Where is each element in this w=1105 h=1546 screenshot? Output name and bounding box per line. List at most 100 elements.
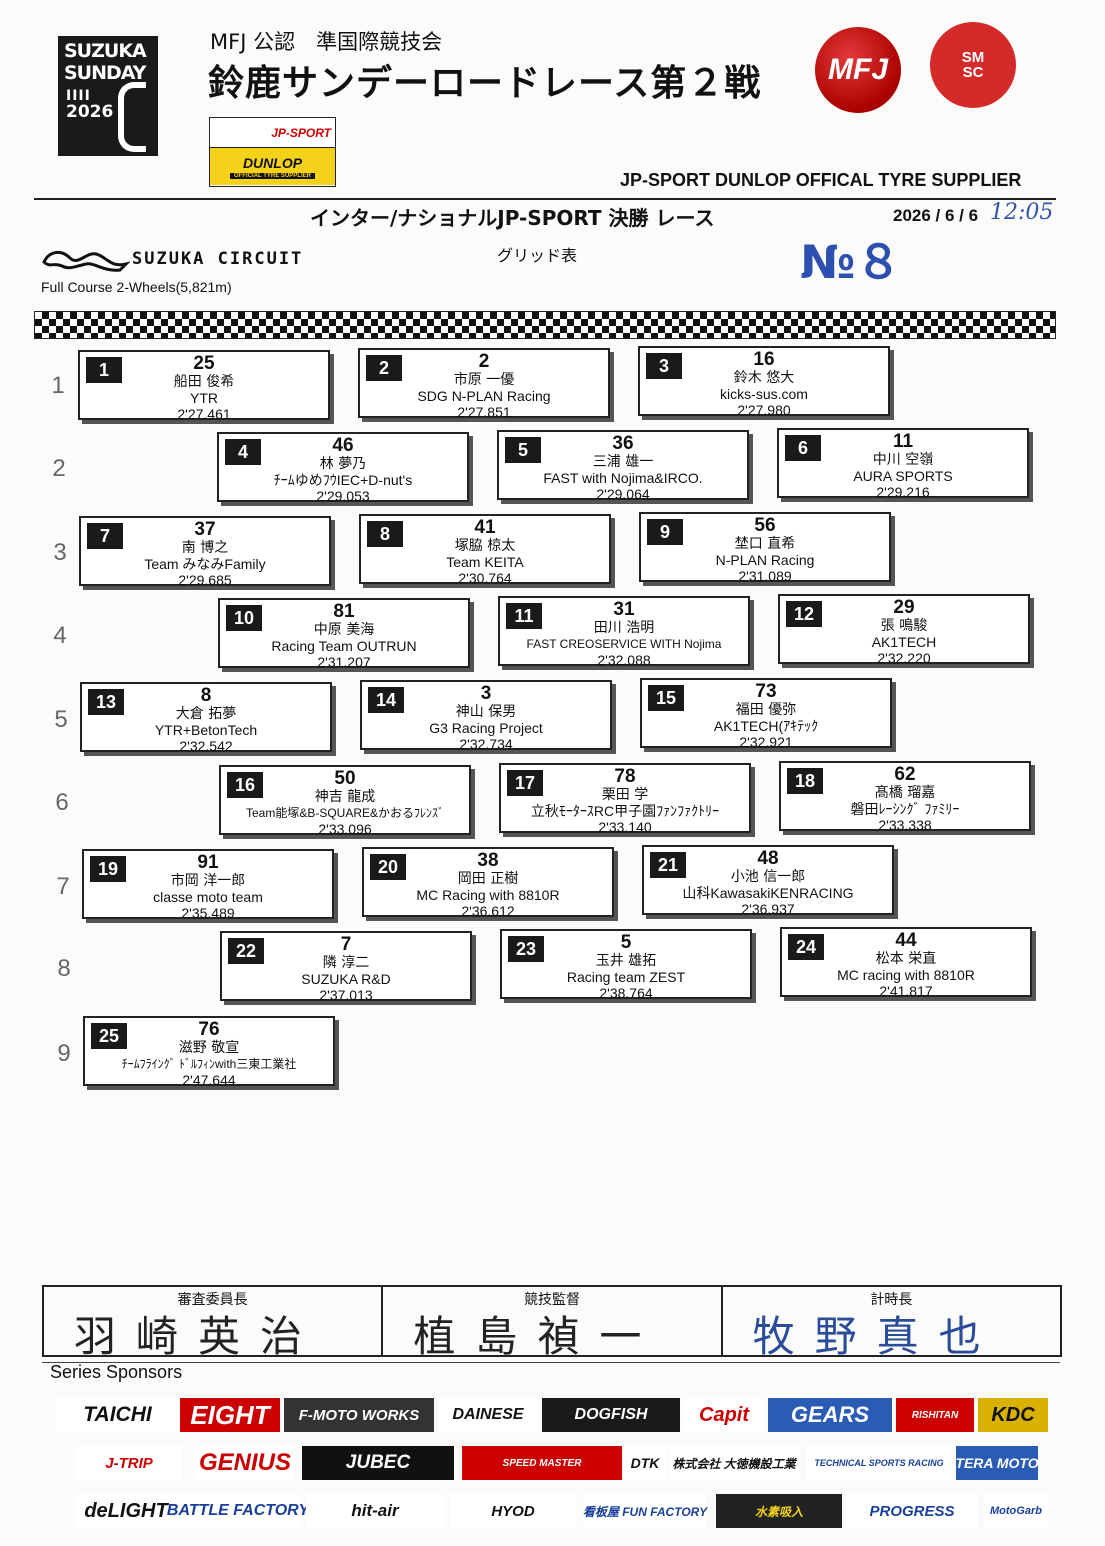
grid-row-number: 4 [53, 622, 67, 649]
rider-number: 81 [333, 601, 355, 622]
qualifying-time: 2'32.542 [179, 738, 233, 754]
team-name: classe moto team [153, 889, 263, 905]
qualifying-time: 2'37.013 [319, 987, 373, 1003]
rider-name: 埜口 直希 [734, 536, 796, 552]
sponsor-logo: hit-air [306, 1494, 444, 1528]
sponsor-logo: DAINESE [438, 1398, 538, 1432]
team-name: 磐田ﾚｰｼﾝｸﾞ ﾌｧﾐﾘｰ [850, 801, 960, 817]
rider-number: 36 [612, 433, 634, 454]
sponsor-logo: TERA MOTO [955, 1446, 1039, 1480]
sponsor-logo: BATTLE FACTORY [167, 1494, 309, 1528]
rider-name: 市原 一優 [453, 372, 515, 388]
qualifying-time: 2'33.140 [598, 819, 652, 835]
rider-name: 船田 俊希 [173, 374, 235, 390]
grid-position: 20 [370, 854, 406, 880]
team-name: N-PLAN Racing [715, 552, 815, 568]
sponsor-logo: RISHITAN [896, 1398, 974, 1432]
grid-row-number: 8 [57, 955, 71, 982]
rider-name: 福田 優弥 [735, 702, 797, 718]
grid-position: 12 [786, 601, 822, 627]
team-name: SDG N-PLAN Racing [417, 388, 551, 404]
rider-number: 73 [755, 681, 777, 702]
rider-name: 三浦 雄一 [592, 454, 654, 470]
event-subtitle: MFJ 公認 準国際競技会 [210, 30, 443, 54]
sponsor-logo: EIGHT [180, 1398, 280, 1432]
rider-name: 市岡 洋一郎 [170, 873, 246, 889]
sponsor-logo: MotoGarb [984, 1494, 1048, 1528]
sponsor-logo: F-MOTO WORKS [284, 1398, 434, 1432]
sponsor-logo: TAICHI [55, 1398, 180, 1432]
team-name: MC Racing with 8810R [416, 887, 560, 903]
qualifying-time: 2'36.612 [461, 903, 515, 919]
rider-name: 神山 保男 [455, 704, 517, 720]
rider-number: 11 [892, 431, 914, 452]
qualifying-time: 2'29.216 [876, 484, 930, 500]
team-name: SUZUKA R&D [301, 971, 391, 987]
sponsor-logo: deLIGHT [76, 1494, 176, 1528]
grid-position: 21 [650, 852, 686, 878]
qualifying-time: 2'38.764 [599, 985, 653, 1001]
sponsor-logo: 水素吸入 [716, 1494, 842, 1528]
rider-number: 7 [340, 934, 352, 955]
sponsor-logo: PROGRESS [846, 1494, 978, 1528]
qualifying-time: 2'31.207 [317, 654, 371, 670]
qualifying-time: 2'41.817 [879, 983, 933, 999]
grid-position: 8 [367, 521, 403, 547]
rider-number: 78 [614, 766, 636, 787]
rider-number: 44 [895, 930, 917, 951]
team-name: FAST with Nojima&IRCO. [543, 470, 703, 486]
rider-name: 髙橋 瑠嘉 [874, 785, 936, 801]
grid-row-number: 1 [51, 372, 65, 399]
grid-position: 18 [787, 768, 823, 794]
jp-sport-dunlop-logo: JP-SPORT DUNLOP OFFICIAL TYRE SUPPLIER [209, 117, 336, 187]
rider-name: 中川 空嶺 [872, 452, 934, 468]
rider-number: 8 [200, 685, 212, 706]
grid-position: 7 [87, 523, 123, 549]
race-time: 12:05 [990, 200, 1054, 225]
suzuka-circuit-icon [42, 251, 130, 272]
rider-name: 中原 美海 [313, 622, 375, 638]
circuit-name: SUZUKA CIRCUIT [132, 249, 304, 269]
team-name: YTR+BetonTech [154, 722, 258, 738]
qualifying-time: 2'33.096 [318, 821, 372, 837]
sponsor-logo: JUBEC [302, 1446, 454, 1480]
rider-number: 2 [478, 351, 490, 372]
grid-position: 4 [225, 439, 261, 465]
grid-row-number: 6 [55, 789, 69, 816]
team-name: Racing team ZEST [566, 969, 686, 985]
rider-name: 林 夢乃 [319, 456, 367, 472]
rider-number: 41 [474, 517, 496, 538]
grid-position: 22 [228, 938, 264, 964]
grid-row-number: 9 [57, 1040, 71, 1067]
team-name: Team みなみFamily [144, 556, 266, 572]
race-title: インター/ナショナルJP-SPORT 決勝 レース [310, 206, 715, 230]
rider-number: 16 [753, 349, 775, 370]
team-name: 立秋ﾓｰﾀｰｽRC甲子園ﾌｧﾝﾌｧｸﾄﾘｰ [530, 803, 720, 819]
rider-number: 5 [620, 932, 632, 953]
grid-position: 19 [90, 856, 126, 882]
rider-number: 91 [197, 852, 219, 873]
document-number: №８ [800, 235, 902, 289]
rider-name: 玉井 雄拓 [595, 953, 657, 969]
qualifying-time: 2'47.644 [182, 1072, 236, 1088]
sponsor-logo: TECHNICAL SPORTS RACING [806, 1446, 952, 1480]
rider-name: 隣 淳二 [322, 955, 370, 971]
rider-name: 栗田 学 [601, 787, 649, 803]
rider-number: 29 [893, 597, 915, 618]
grid-position: 2 [366, 355, 402, 381]
sponsor-logo: GENIUS [196, 1446, 294, 1480]
sponsor-divider [42, 1362, 1060, 1363]
grid-row-number: 3 [53, 539, 67, 566]
rider-name: 張 鳴駿 [880, 618, 928, 634]
grid-row-number: 7 [56, 873, 70, 900]
qualifying-time: 2'27.461 [177, 406, 231, 422]
